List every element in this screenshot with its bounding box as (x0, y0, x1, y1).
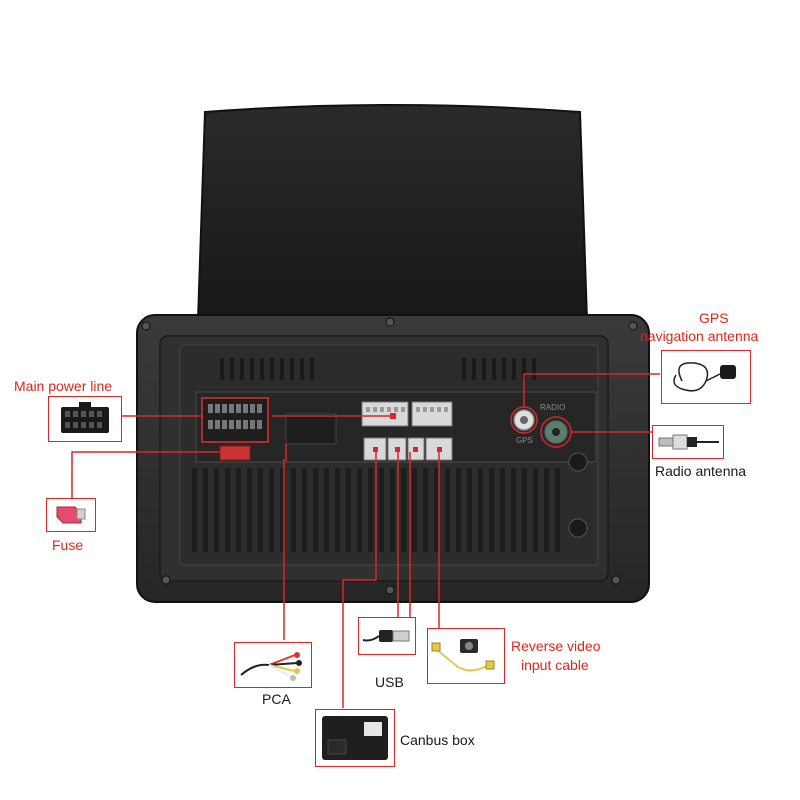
fuse-icon (56, 506, 86, 524)
gps-antenna-icon (673, 362, 736, 392)
multi-connector-lower (363, 437, 453, 461)
fuse-slot (219, 445, 251, 461)
rca-cable-icon (240, 652, 302, 681)
label-pca: PCA (262, 691, 291, 707)
top-vents (220, 358, 536, 380)
leader-fuse (71, 451, 220, 500)
label-gps-line2: navigation antenna (640, 328, 759, 344)
heatsink-fins (192, 468, 560, 552)
usb-cable-icon (362, 630, 410, 642)
main-power-harness-box (48, 396, 122, 442)
panel-mark-radio: RADIO (540, 403, 566, 412)
radio-antenna-box (652, 425, 724, 459)
wiring-plug-icon (61, 402, 109, 433)
label-usb: USB (375, 674, 404, 690)
canbus-box-frame (315, 709, 395, 767)
reverse-camera-icon (431, 639, 495, 672)
radio-antenna-plug-icon (658, 434, 719, 450)
multi-connector-upper (361, 401, 453, 427)
pca-cable-box (234, 642, 312, 688)
label-reverse-line1: Reverse video (511, 638, 601, 654)
label-canbus-box: Canbus box (400, 732, 475, 748)
panel-mark-gps: GPS (516, 436, 533, 445)
gps-antenna-box (661, 350, 751, 404)
reverse-camera-box (427, 628, 505, 684)
display-screen (196, 104, 589, 321)
leader-lines (71, 373, 660, 708)
leader-pca-a (283, 444, 287, 640)
radio-jack (540, 416, 572, 448)
label-main-power-line: Main power line (14, 378, 113, 394)
usb-cable-box (358, 617, 416, 655)
label-radio-antenna: Radio antenna (655, 463, 747, 479)
gps-jack (510, 406, 538, 434)
frame-screws (141, 317, 638, 595)
label-gps-line1: GPS (699, 310, 729, 326)
fuse-box (46, 498, 96, 532)
label-fuse: Fuse (52, 537, 84, 553)
main-power-connector (201, 397, 269, 443)
leader-canbus (342, 452, 377, 708)
label-reverse-line2: input cable (521, 657, 589, 673)
canbus-module-icon (322, 716, 388, 760)
leader-gps (523, 373, 660, 407)
